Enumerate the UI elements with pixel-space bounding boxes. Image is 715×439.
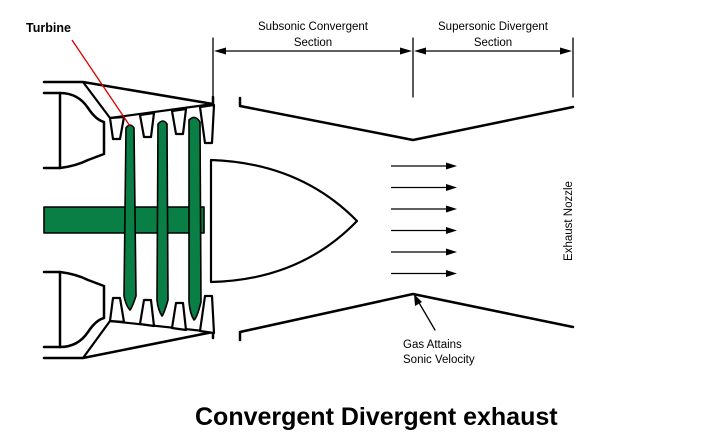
supersonic-dimension-arrow <box>414 47 572 55</box>
arrowhead-right-icon <box>400 47 412 55</box>
turbine-disc-2 <box>156 120 169 317</box>
nozzle-wall-top <box>238 96 575 142</box>
arrowhead-left-icon <box>414 47 426 55</box>
pointer-arrowhead-icon <box>414 294 422 306</box>
sonic-velocity-pointer <box>414 294 436 331</box>
flow-arrow <box>391 270 457 277</box>
arrowhead-right-icon <box>446 270 457 277</box>
arrowhead-left-icon <box>214 47 226 55</box>
turbine-disc-1 <box>123 124 137 311</box>
flow-arrow <box>391 184 457 191</box>
supersonic-label-line2: Section <box>474 37 512 49</box>
flow-arrow <box>391 205 457 213</box>
stator-vanes-top <box>108 103 216 145</box>
arrowhead-right-icon <box>446 248 457 256</box>
flow-arrows <box>391 162 457 277</box>
arrowhead-right-icon <box>446 227 457 234</box>
arrowhead-right-icon <box>560 47 572 55</box>
exhaust-nozzle-label: Exhaust Nozzle <box>563 181 575 261</box>
turbine-label: Turbine <box>26 21 71 35</box>
turbine-rotor <box>43 116 205 321</box>
exhaust-cone <box>209 158 359 284</box>
turbine-disc-3 <box>188 116 202 321</box>
supersonic-label-line1: Supersonic Divergent <box>438 21 549 33</box>
turbine-shaft <box>43 206 205 234</box>
diagram-title: Convergent Divergent exhaust <box>195 403 558 431</box>
flow-arrow <box>391 248 457 256</box>
flow-arrow <box>391 162 457 170</box>
sonic-label-line1: Gas Attains <box>403 339 462 351</box>
subsonic-dimension-arrow <box>214 47 412 55</box>
section-dimension-markers <box>212 37 574 98</box>
arrowhead-right-icon <box>446 162 457 170</box>
stator-vanes-bottom <box>108 294 216 335</box>
arrowhead-right-icon <box>446 205 457 213</box>
arrowhead-right-icon <box>446 184 457 191</box>
subsonic-label-line2: Section <box>294 37 332 49</box>
subsonic-label-line1: Subsonic Convergent <box>258 21 369 33</box>
flow-arrow <box>391 227 457 234</box>
sonic-label-line2: Sonic Velocity <box>403 354 475 366</box>
turbine-leader-line <box>71 39 131 127</box>
nozzle-wall-bottom <box>238 292 575 342</box>
